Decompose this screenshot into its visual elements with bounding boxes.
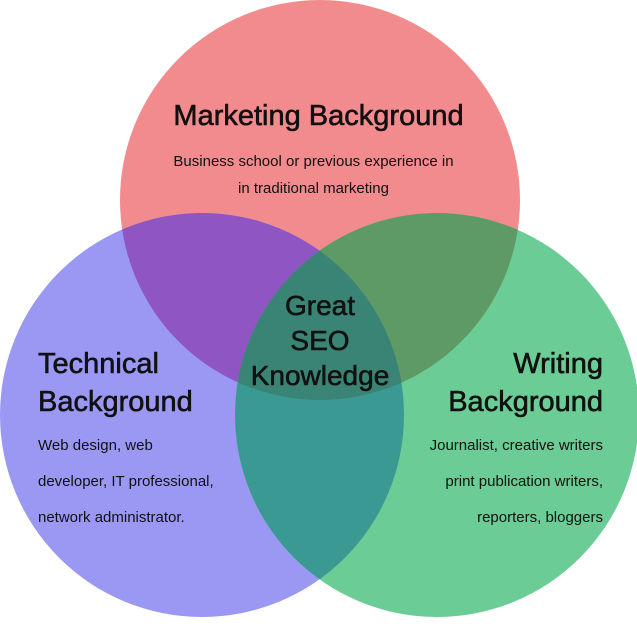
overlap-center [235, 213, 404, 400]
marketing-desc-line-1: Business school or previous experience i… [173, 153, 454, 170]
technical-desc-line-1: Web design, web [38, 437, 153, 454]
technical-title-line-2: Background [38, 386, 193, 419]
center-title-line-3: Knowledge [250, 360, 390, 392]
writing-title: Writing Background [448, 345, 603, 421]
marketing-desc-line-2: in traditional marketing [238, 180, 389, 197]
writing-title-line-1: Writing [513, 348, 603, 381]
center-title-line-1: Great [284, 290, 356, 322]
marketing-description: Business school or previous experience i… [0, 148, 627, 202]
marketing-title: Marketing Background [173, 100, 464, 133]
technical-desc-line-2: developer, IT professional, [38, 473, 214, 490]
center-title-line-2: SEO [290, 325, 350, 357]
technical-description: Web design, web developer, IT profession… [38, 428, 214, 536]
writing-description: Journalist, creative writers print publi… [430, 428, 603, 536]
technical-title: Technical Background [38, 345, 193, 421]
writing-desc-line-1: Journalist, creative writers [429, 437, 603, 454]
center-title: Great SEO Knowledge [220, 288, 420, 393]
writing-desc-line-2: print publication writers, [445, 473, 603, 490]
technical-title-line-1: Technical [38, 348, 160, 381]
technical-desc-line-3: network administrator. [38, 509, 185, 526]
writing-title-line-2: Background [448, 386, 603, 419]
writing-desc-line-3: reporters, bloggers [477, 509, 603, 526]
